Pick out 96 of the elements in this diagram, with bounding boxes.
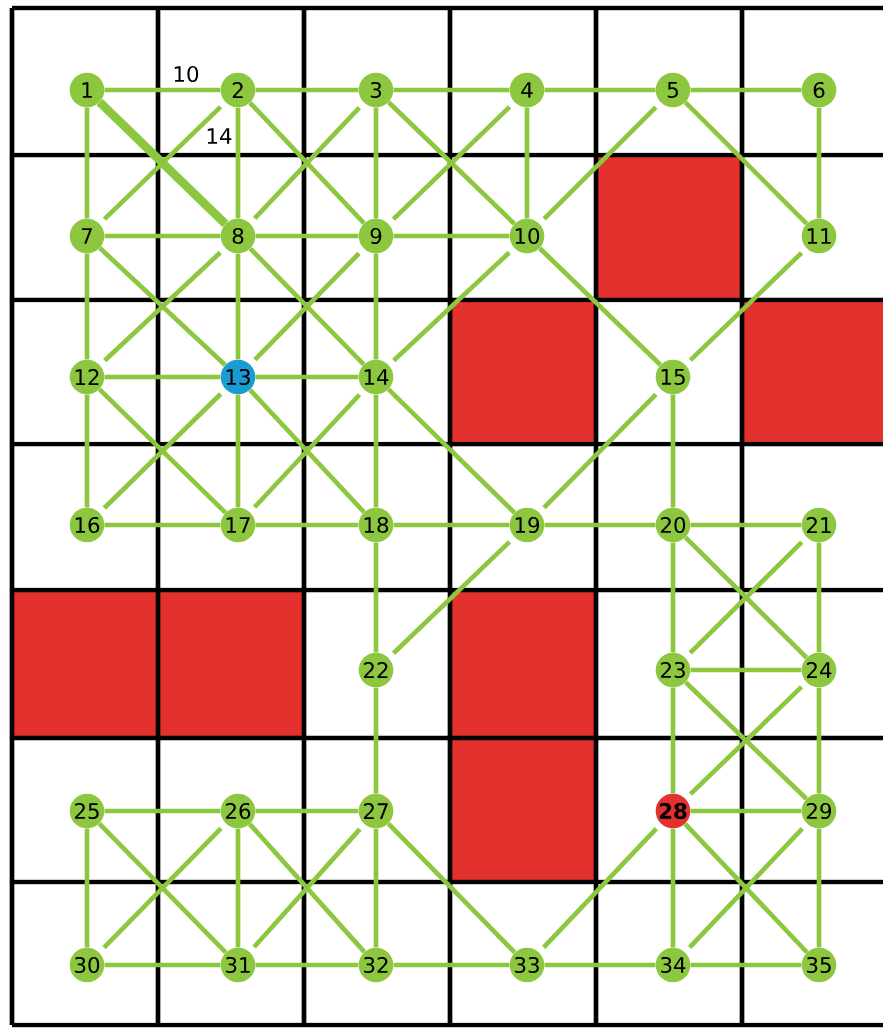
graph-node: 14	[358, 359, 394, 395]
graph-edge	[391, 540, 512, 655]
graph-node: 34	[655, 947, 691, 983]
graph-edge	[670, 828, 676, 948]
graph-node: 13	[220, 359, 256, 395]
graph-edge	[392, 250, 511, 363]
graph-node: 30	[69, 947, 105, 983]
graph-node: 21	[801, 507, 837, 543]
graph-edge	[386, 387, 517, 515]
graph-edge	[670, 542, 676, 653]
graph-edge	[255, 522, 359, 528]
graph-edge	[104, 233, 221, 239]
graph-edge	[542, 827, 658, 949]
graph-edge	[104, 808, 221, 814]
graph-edge	[255, 374, 359, 380]
graph-edge	[690, 87, 802, 93]
graph-edge	[235, 828, 241, 948]
graph-node: 22	[358, 652, 394, 688]
graph-edge	[670, 687, 676, 794]
graph-edge	[524, 107, 530, 219]
graph-edge	[386, 821, 517, 955]
graph-edge	[393, 233, 510, 239]
graph-node: 32	[358, 947, 394, 983]
graph-node: 15	[655, 359, 691, 395]
graph-edge	[373, 828, 379, 948]
graph-edge	[84, 253, 90, 360]
graph-node: 3	[358, 72, 394, 108]
graph-node: 33	[509, 947, 545, 983]
graph-node: 35	[801, 947, 837, 983]
graph-edge	[96, 99, 229, 227]
graph-edge	[104, 374, 221, 380]
graph-edge	[690, 808, 802, 814]
graph-edge	[544, 522, 656, 528]
graph-node: 8	[220, 218, 256, 254]
graph-edge	[84, 394, 90, 508]
graph-edge	[393, 87, 510, 93]
graph-edge	[104, 962, 221, 968]
graph-edge	[544, 962, 656, 968]
graph-edge	[816, 687, 822, 794]
graph-edge	[816, 828, 822, 948]
graph-node: 9	[358, 218, 394, 254]
graph-edge	[255, 87, 359, 93]
graph-edge	[816, 107, 822, 219]
graph-node: 17	[220, 507, 256, 543]
graph-node: 4	[509, 72, 545, 108]
graph-node: 12	[69, 359, 105, 395]
graph-node: 26	[220, 793, 256, 829]
graph-node: 31	[220, 947, 256, 983]
graph-node: 1	[69, 72, 105, 108]
graph-node: 20	[655, 507, 691, 543]
graph-edge	[688, 251, 804, 362]
graph-edge	[542, 392, 658, 510]
graph-edge	[683, 100, 809, 226]
graph-edge	[690, 667, 802, 673]
graph-edge	[690, 522, 802, 528]
edge-label: 10	[174, 65, 199, 83]
graph-edge	[255, 962, 359, 968]
graph-edge	[373, 687, 379, 794]
graph-node: 29	[801, 793, 837, 829]
graph-edge	[104, 87, 221, 93]
graph-node: 2	[220, 72, 256, 108]
graph-edge	[235, 394, 241, 508]
graph-edge	[84, 828, 90, 948]
edge-label: 14	[207, 128, 232, 144]
graph-node: 10	[509, 218, 545, 254]
graph-edge	[373, 107, 379, 219]
graph-node: 18	[358, 507, 394, 543]
graph-node: 16	[69, 507, 105, 543]
graph-edge	[84, 107, 90, 219]
graph-node: 19	[509, 507, 545, 543]
graph-edge	[255, 808, 359, 814]
graph-node: 28	[655, 793, 691, 829]
graph-edge	[373, 542, 379, 653]
graph-edge	[104, 522, 221, 528]
graph-node: 11	[801, 218, 837, 254]
graph-edge	[538, 246, 662, 367]
graph-node: 24	[801, 652, 837, 688]
graph-edge	[235, 253, 241, 360]
graph-node: 7	[69, 218, 105, 254]
graph-edge	[102, 105, 223, 221]
graph-edge	[373, 394, 379, 508]
graph-edge	[235, 107, 241, 219]
graph-edge	[816, 542, 822, 653]
graph-edge	[393, 962, 510, 968]
graph-node: 23	[655, 652, 691, 688]
graph-node: 5	[655, 72, 691, 108]
graph-node: 6	[801, 72, 837, 108]
graph-edge	[393, 522, 510, 528]
graph-edge	[542, 105, 658, 221]
graph-edge	[255, 233, 359, 239]
graph-edge	[544, 87, 656, 93]
graph-edge	[373, 253, 379, 360]
graph-edge	[670, 394, 676, 508]
graph-edge	[690, 962, 802, 968]
graph-node: 27	[358, 793, 394, 829]
graph-node: 25	[69, 793, 105, 829]
